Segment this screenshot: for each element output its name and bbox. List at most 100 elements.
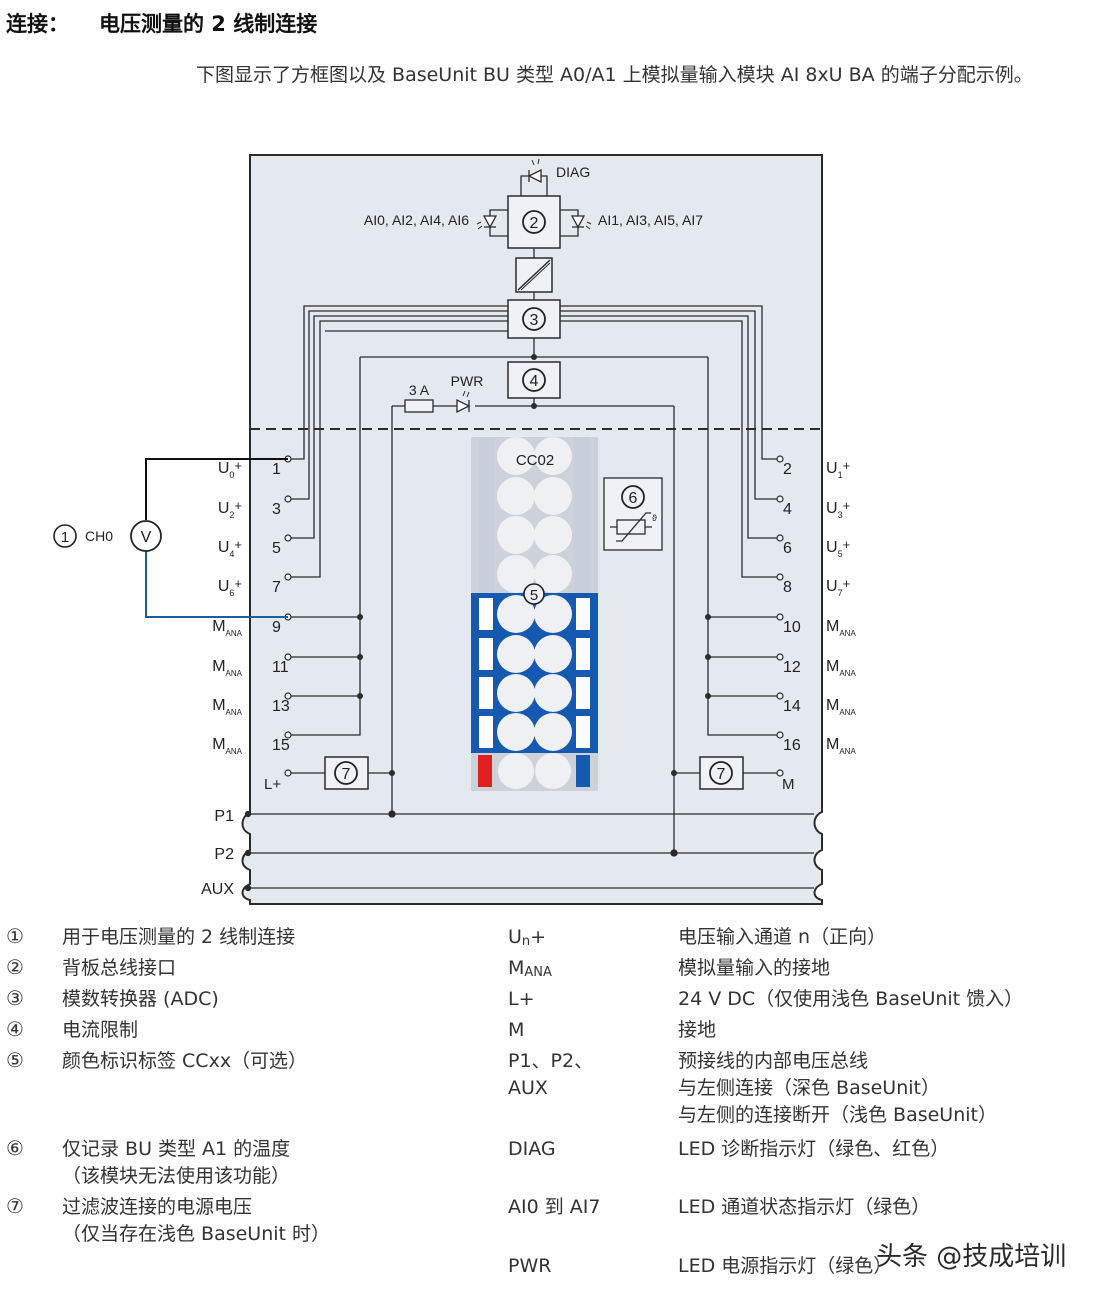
legend-description: 24 V DC（仅使用浅色 BaseUnit 馈入）: [678, 988, 1024, 1010]
terminal-label: U3+: [826, 498, 850, 520]
ch0-wiring: [145, 458, 288, 618]
terminal-label: MANA: [826, 618, 856, 638]
voltmeter-icon: V: [130, 520, 162, 552]
terminal-number: 15: [272, 737, 290, 754]
diag-label: DIAG: [556, 164, 590, 180]
terminal-5[interactable]: [284, 534, 292, 542]
terminal-number: 6: [783, 540, 792, 557]
legend-marker: ①: [6, 924, 24, 948]
terminal-number: 10: [783, 619, 801, 636]
terminal-2[interactable]: [776, 455, 784, 463]
block-diagram: 2 DIAG AI0, AI2, AI4, AI6 AI1, AI3, AI5,…: [53, 154, 856, 905]
fuse-icon: [404, 399, 434, 413]
legend-abbr: MANA: [508, 957, 552, 980]
legend-abbr: PWR: [508, 1255, 552, 1277]
terminal-12[interactable]: [776, 653, 784, 661]
terminal-label: MANA: [826, 658, 856, 678]
diag-led-icon: [520, 158, 548, 196]
cc-circle: [534, 437, 572, 475]
title-prefix: 连接：: [6, 12, 69, 36]
watermark: 头条 @技成培训: [876, 1242, 1067, 1272]
terminal-number: 9: [272, 619, 281, 636]
legend-text: 过滤波连接的电源电压（仅当存在浅色 BaseUnit 时）: [62, 1196, 331, 1245]
power-wires: [391, 398, 675, 852]
cc-slot: [576, 716, 590, 748]
temperature-sensor-block: 6 ϑ: [603, 477, 663, 551]
svg-text:5: 5: [530, 587, 538, 604]
terminal-15[interactable]: [284, 731, 292, 739]
legend-description: 接地: [678, 1019, 717, 1041]
svg-text:3: 3: [530, 312, 539, 329]
legend-description: 电压输入通道 n（正向）: [678, 926, 887, 948]
cc-slot: [576, 677, 590, 709]
legend-text: 背板总线接口: [62, 957, 177, 979]
terminal-label: U0+: [218, 458, 242, 480]
legend-description: 预接线的内部电压总线与左侧连接（深色 BaseUnit）与左侧的连接断开（浅色 …: [678, 1050, 997, 1126]
terminal-label: MANA: [212, 697, 242, 717]
svg-text:ϑ: ϑ: [652, 513, 657, 523]
svg-text:6: 6: [629, 490, 638, 507]
terminal-label: U7+: [826, 576, 850, 598]
svg-text:7: 7: [717, 766, 726, 783]
channel-label: CH0: [85, 528, 113, 544]
terminal-8[interactable]: [776, 573, 784, 581]
backplane-interface-block: 2: [507, 195, 561, 249]
svg-text:V: V: [141, 529, 152, 546]
cc-circle: [534, 595, 572, 633]
terminal-16[interactable]: [776, 731, 784, 739]
cc-circle: [534, 516, 572, 554]
pwr-label: PWR: [451, 373, 484, 389]
legend-description: LED 通道状态指示灯（绿色）: [678, 1196, 931, 1218]
svg-text:7: 7: [342, 766, 351, 783]
l-plus-label: L+: [264, 776, 281, 793]
terminal-number: 14: [783, 698, 801, 715]
terminal-label: MANA: [826, 697, 856, 717]
legend-abbr: M: [508, 1019, 525, 1041]
cc-circle: [534, 477, 572, 515]
m-terminal[interactable]: [776, 769, 784, 777]
terminal-11[interactable]: [284, 653, 292, 661]
terminal-4[interactable]: [776, 495, 784, 503]
pwr-led-icon: [456, 390, 471, 414]
svg-text:2: 2: [530, 215, 539, 232]
terminal-13[interactable]: [284, 692, 292, 700]
terminal-10[interactable]: [776, 613, 784, 621]
legend-description: LED 电源指示灯（绿色）: [678, 1255, 893, 1277]
cc-circle: [534, 674, 572, 712]
filter-block-right: 7: [671, 756, 780, 790]
m-label: M: [782, 776, 795, 793]
page-title: 连接： 电压测量的 2 线制连接: [6, 8, 317, 38]
cc-circle: [497, 477, 535, 515]
cc-circle: [497, 635, 535, 673]
terminal-6[interactable]: [776, 534, 784, 542]
legend-marker: ⑦: [6, 1194, 24, 1218]
terminal-label: MANA: [826, 736, 856, 756]
l-plus-terminal[interactable]: [284, 769, 292, 777]
terminal-14[interactable]: [776, 692, 784, 700]
isolation-block-icon: [515, 257, 553, 293]
legend-abbr: P1、P2、AUX: [508, 1050, 594, 1099]
fuse-label: 3 A: [409, 382, 430, 398]
terminal-number: 3: [272, 501, 281, 518]
bus-label-aux: AUX: [201, 881, 234, 898]
legend-text: 颜色标识标签 CCxx（可选）: [62, 1050, 308, 1072]
terminal-number: 1: [272, 461, 281, 478]
cc-circle: [497, 437, 535, 475]
title-main: 电压测量的 2 线制连接: [99, 12, 318, 36]
cc-circle: [497, 595, 535, 633]
terminal-3[interactable]: [284, 495, 292, 503]
bus-lines: [244, 810, 814, 892]
terminal-7[interactable]: [284, 573, 292, 581]
svg-text:4: 4: [530, 373, 539, 390]
terminal-label: U2+: [218, 498, 242, 520]
right-leds-label: AI1, AI3, AI5, AI7: [598, 212, 703, 228]
junction: [531, 403, 537, 409]
legend-text: 用于电压测量的 2 线制连接: [62, 926, 296, 948]
terminal-number: 5: [272, 540, 281, 557]
cc-circle: [534, 635, 572, 673]
terminal-label: U5+: [826, 537, 850, 559]
cc-slot: [576, 638, 590, 670]
terminal-number: 7: [272, 579, 281, 596]
